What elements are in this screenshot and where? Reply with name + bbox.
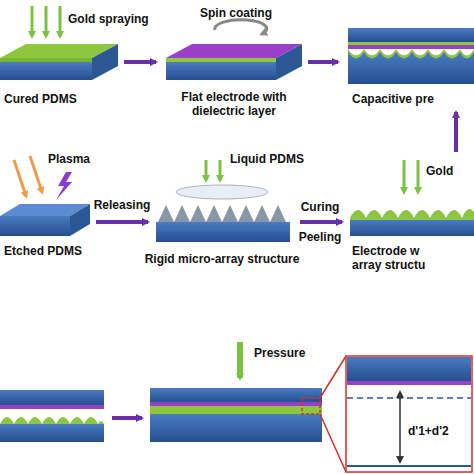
step-label: d'1+d'2	[408, 424, 449, 438]
step-label: Electrode w	[352, 244, 419, 258]
etched-pdms	[0, 156, 90, 236]
step-label: Rigid micro-array structure	[145, 252, 300, 266]
step-label: Plasma	[48, 152, 90, 166]
step-label: Etched PDMS	[4, 244, 82, 258]
rigid-micro-array	[156, 160, 290, 242]
step-label: Flat electrode with dielectric layer	[159, 90, 309, 118]
step-label: Peeling	[299, 230, 342, 244]
zoom-panel	[346, 356, 472, 472]
step-label: Pressure	[254, 346, 305, 360]
step-label: array structu	[352, 258, 425, 272]
flat-electrode	[166, 20, 302, 80]
step-label: Releasing	[94, 198, 151, 212]
step-label: Gold	[426, 164, 453, 178]
array-electrode	[350, 160, 474, 236]
capacitive-sensor	[348, 28, 474, 84]
step-label: Spin coating	[200, 6, 272, 20]
sensor-unloaded	[0, 390, 104, 442]
step-label: Capacitive pre	[352, 92, 434, 106]
step-label: Curing	[301, 200, 340, 214]
step-label: Gold spraying	[68, 12, 149, 26]
step-label: Liquid PDMS	[230, 152, 304, 166]
step-label: Cured PDMS	[4, 92, 77, 106]
sensor-loaded	[150, 342, 346, 472]
